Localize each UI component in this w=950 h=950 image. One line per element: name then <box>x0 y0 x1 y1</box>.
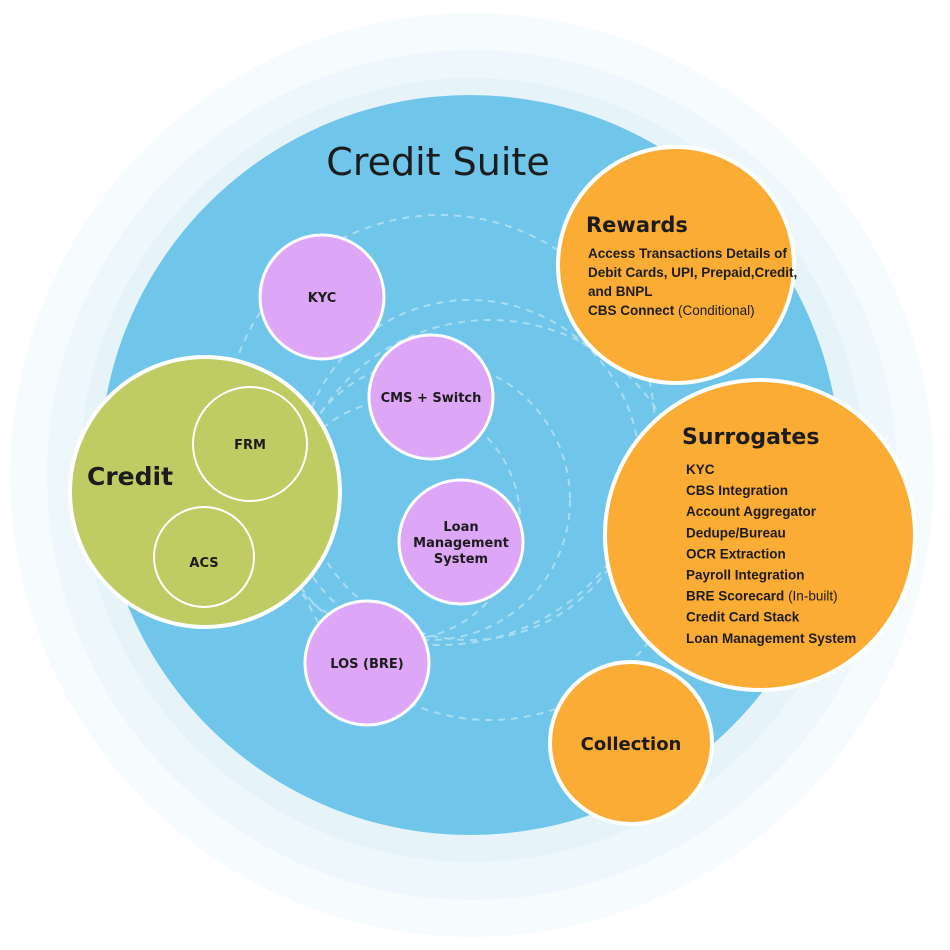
surrogate-item: CBS Integration <box>686 483 788 498</box>
acs-node <box>153 506 255 608</box>
kyc-node <box>258 233 386 361</box>
los-bre-node <box>303 599 431 727</box>
cms-switch-label: CMS + Switch <box>381 391 482 406</box>
acs-label: ACS <box>189 556 218 571</box>
collection-node <box>548 660 714 826</box>
rewards-line: Access Transactions Details of <box>588 246 787 261</box>
rewards-title: Rewards <box>586 213 688 237</box>
lms-label-2: Management <box>413 536 509 551</box>
page-title: Credit Suite <box>326 140 549 184</box>
surrogate-item: Payroll Integration <box>686 568 805 583</box>
surrogate-item: Loan Management System <box>686 631 856 646</box>
surrogate-item: KYC <box>686 462 715 477</box>
rewards-line: Debit Cards, UPI, Prepaid,Credit, <box>588 265 797 280</box>
collection-label: Collection <box>581 734 682 755</box>
surrogate-item: Dedupe/Bureau <box>686 525 786 540</box>
loan-management-node <box>397 478 525 606</box>
surrogate-item: Account Aggregator <box>686 504 817 519</box>
lms-label-3: System <box>434 552 488 567</box>
lms-label-1: Loan <box>443 520 478 535</box>
credit-title: Credit <box>87 462 173 491</box>
surrogates-node <box>603 378 917 692</box>
cms-switch-node <box>367 333 495 461</box>
frm-label: FRM <box>234 438 266 453</box>
kyc-label: KYC <box>308 291 337 306</box>
surrogates-title: Surrogates <box>682 425 819 450</box>
rewards-cbs: CBS Connect (Conditional) <box>588 303 755 318</box>
surrogate-item: OCR Extraction <box>686 546 786 561</box>
rewards-line: and BNPL <box>588 284 653 299</box>
frm-node <box>192 386 308 502</box>
rewards-node <box>556 145 796 385</box>
surrogate-item: Credit Card Stack <box>686 610 800 625</box>
surrogate-item: BRE Scorecard (In-built) <box>686 589 838 604</box>
los-bre-label: LOS (BRE) <box>330 657 403 672</box>
